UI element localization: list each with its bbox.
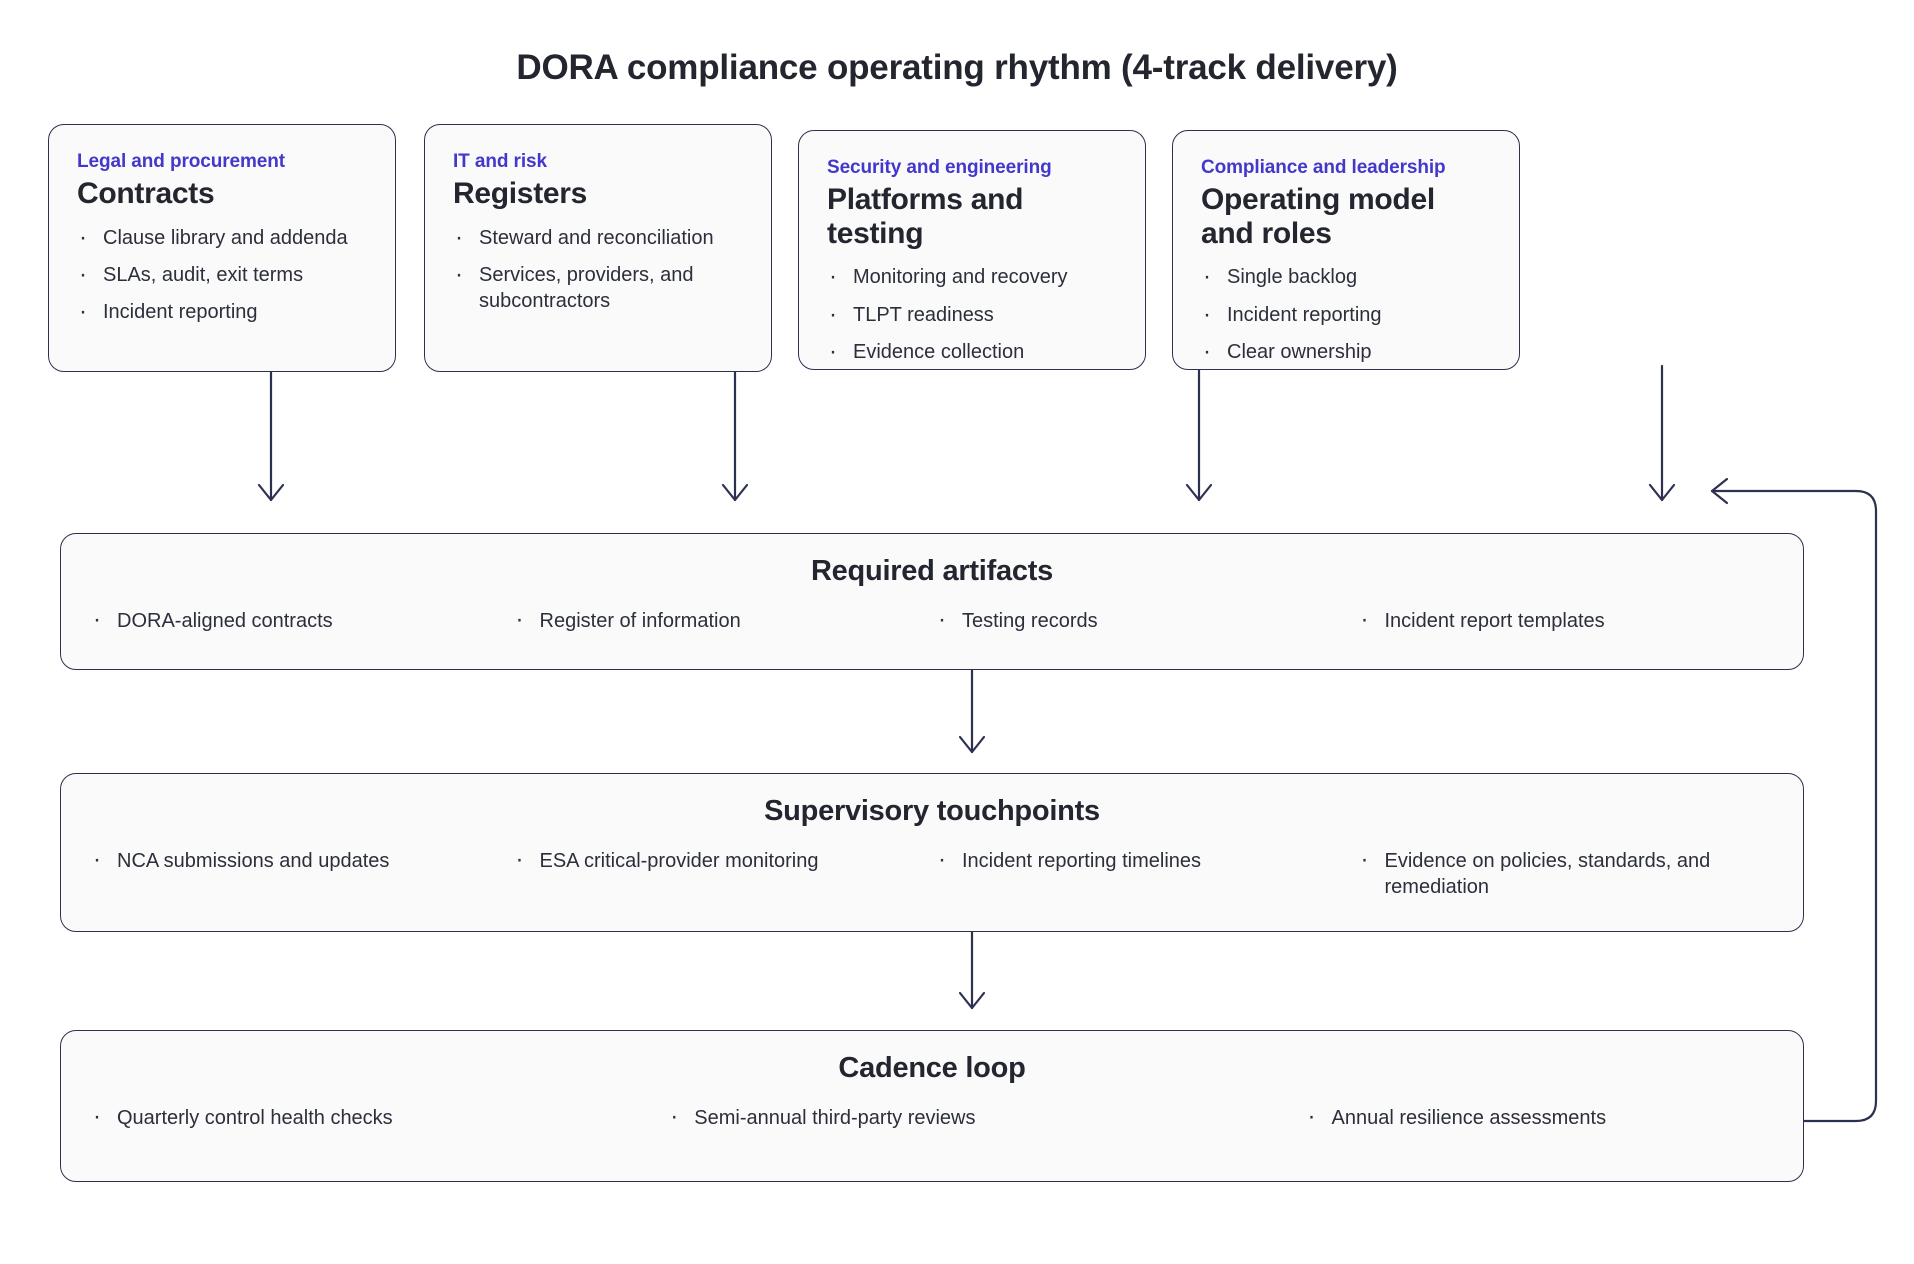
arrow-supervisory-to-cadence-head xyxy=(958,991,986,1010)
feedback-loop-arrowhead xyxy=(1710,477,1729,505)
band-required-artifacts[interactable]: Required artifacts DORA-aligned contract… xyxy=(60,533,1804,670)
arrow-track3-head xyxy=(1185,483,1213,502)
track-card-compliance-and-leadership[interactable]: Compliance and leadership Operating mode… xyxy=(1172,130,1520,370)
track-row: Legal and procurement Contracts Clause l… xyxy=(48,124,1868,372)
band-cadence-loop[interactable]: Cadence loop Quarterly control health ch… xyxy=(60,1030,1804,1182)
arrow-track1-head xyxy=(257,483,285,502)
list-item: TLPT readiness xyxy=(827,299,1119,331)
page-title: DORA compliance operating rhythm (4-trac… xyxy=(516,48,1398,87)
track-card-it-and-risk[interactable]: IT and risk Registers Steward and reconc… xyxy=(424,124,772,372)
band-supervisory-touchpoints[interactable]: Supervisory touchpoints NCA submissions … xyxy=(60,773,1804,932)
list-item: Incident reporting timelines xyxy=(934,844,1357,900)
list-item: Evidence collection xyxy=(827,336,1119,368)
track-card-bullet-list: Clause library and addenda SLAs, audit, … xyxy=(77,222,369,329)
band-title: Cadence loop xyxy=(838,1052,1026,1084)
band-item-list: Quarterly control health checks Semi-ann… xyxy=(61,1101,1803,1132)
track-card-eyebrow: Security and engineering xyxy=(827,157,1052,178)
list-item: ESA critical-provider monitoring xyxy=(512,844,935,900)
band-title: Required artifacts xyxy=(810,555,1054,587)
list-item: Steward and reconciliation xyxy=(453,222,745,254)
list-item: Single backlog xyxy=(1201,261,1493,293)
track-card-bullet-list: Steward and reconciliation Services, pro… xyxy=(453,222,745,315)
list-item: Quarterly control health checks xyxy=(89,1101,652,1132)
list-item: Register of information xyxy=(512,604,935,635)
track-card-legal-and-procurement[interactable]: Legal and procurement Contracts Clause l… xyxy=(48,124,396,372)
arrow-track2-head xyxy=(721,483,749,502)
track-card-bullet-list: Single backlog Incident reporting Clear … xyxy=(1201,261,1493,368)
track-card-heading: Registers xyxy=(453,177,588,210)
list-item: Clear ownership xyxy=(1201,336,1493,368)
track-card-bullet-list: Monitoring and recovery TLPT readiness E… xyxy=(827,261,1119,368)
arrow-track4-head xyxy=(1648,483,1676,502)
list-item: Incident report templates xyxy=(1357,604,1780,635)
list-item: SLAs, audit, exit terms xyxy=(77,259,369,291)
list-item: Annual resilience assessments xyxy=(1216,1101,1779,1132)
list-item: NCA submissions and updates xyxy=(89,844,512,900)
list-item: Services, providers, and subcontractors xyxy=(453,259,745,315)
track-card-eyebrow: Legal and procurement xyxy=(77,151,285,172)
track-card-eyebrow: Compliance and leadership xyxy=(1201,157,1446,178)
list-item: Incident reporting xyxy=(1201,299,1493,331)
track-card-heading: Platforms and testing xyxy=(827,183,1024,250)
band-item-list: DORA-aligned contracts Register of infor… xyxy=(61,604,1803,635)
track-card-heading: Operating model and roles xyxy=(1201,183,1435,250)
list-item: Testing records xyxy=(934,604,1357,635)
list-item: Evidence on policies, standards, and rem… xyxy=(1357,844,1780,900)
list-item: DORA-aligned contracts xyxy=(89,604,512,635)
list-item: Incident reporting xyxy=(77,296,369,328)
track-card-security-and-engineering[interactable]: Security and engineering Platforms and t… xyxy=(798,130,1146,370)
list-item: Clause library and addenda xyxy=(77,222,369,254)
track-card-eyebrow: IT and risk xyxy=(453,151,547,172)
band-item-list: NCA submissions and updates ESA critical… xyxy=(61,844,1803,900)
band-title: Supervisory touchpoints xyxy=(764,795,1100,827)
track-card-heading: Contracts xyxy=(77,177,215,210)
arrow-artifacts-to-supervisory-head xyxy=(958,735,986,754)
list-item: Monitoring and recovery xyxy=(827,261,1119,293)
list-item: Semi-annual third-party reviews xyxy=(652,1101,1215,1132)
